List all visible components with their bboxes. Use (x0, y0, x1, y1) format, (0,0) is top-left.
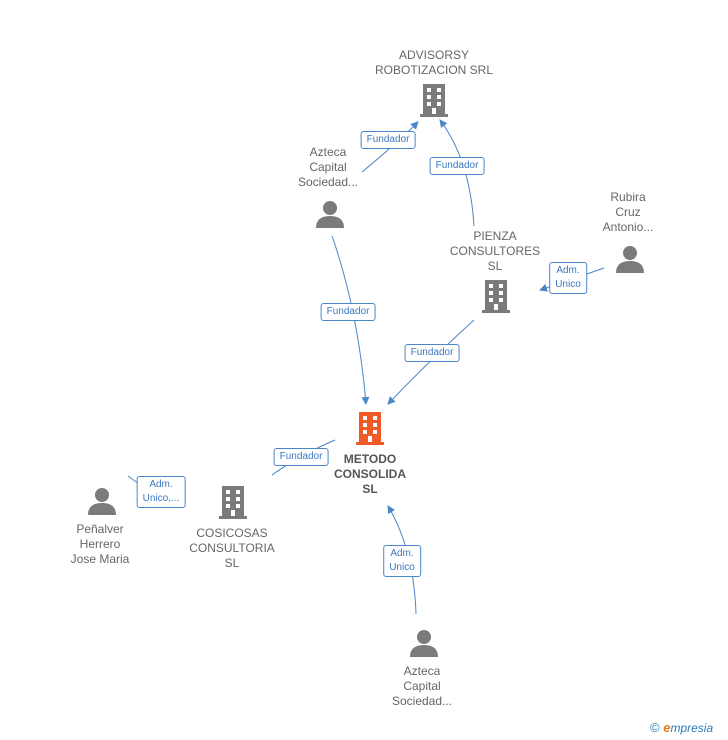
node-label-line: Antonio... (602, 220, 654, 234)
person-icon (616, 246, 644, 273)
node-label-azteca-top[interactable]: Azteca Capital Sociedad... (298, 145, 358, 190)
node-label-line: METODO (343, 452, 397, 466)
person-icon (316, 201, 344, 228)
edge-label-azteca-bottom-to-metodo[interactable]: Adm. Unico (383, 545, 421, 577)
edge-label-text: Fundador (366, 134, 410, 145)
node-label-rubira[interactable]: Rubira Cruz Antonio... (603, 190, 654, 235)
node-label-line: Herrero (79, 537, 121, 551)
edge-label-text: Fundador (326, 306, 370, 317)
edge-label-text: Adm. (556, 265, 580, 276)
node-label-line: Sociedad... (297, 175, 359, 189)
node-label-line: Peñalver (76, 522, 124, 536)
node-label-line: SL (487, 259, 503, 273)
edge-label-text: Fundador (410, 347, 454, 358)
node-label-line: Capital (309, 160, 347, 174)
node-label-penalver[interactable]: Peñalver Herrero Jose Maria (71, 522, 130, 567)
node-label-line: CONSOLIDA (334, 467, 406, 481)
edge-label-rubira-to-pienza[interactable]: Adm. Unico (549, 262, 587, 294)
node-label-line: Jose Maria (70, 552, 130, 566)
edge-label-text: Adm. (390, 548, 414, 559)
node-label-line: Azteca (403, 664, 441, 678)
person-icon (410, 630, 438, 657)
node-label-line: Sociedad... (391, 694, 453, 708)
node-label-line: COSICOSAS (196, 526, 268, 540)
copyright-symbol: © (650, 720, 660, 735)
brand-logo-text: mpresia (670, 721, 714, 735)
node-label-line: SL (362, 482, 378, 496)
edge-label-cosicosas-to-metodo[interactable]: Fundador (273, 448, 329, 466)
edge-label-text: Fundador (279, 451, 323, 462)
node-label-line: SL (224, 556, 240, 570)
node-label-line: Rubira (610, 190, 646, 204)
node-label-advisorsy[interactable]: ADVISORSY ROBOTIZACION SRL (375, 48, 493, 78)
node-label-line: Azteca (309, 145, 347, 159)
node-label-pienza[interactable]: PIENZA CONSULTORES SL (450, 229, 540, 274)
edge-label-pienza-to-metodo[interactable]: Fundador (404, 344, 460, 362)
node-label-line: CONSULTORES (449, 244, 541, 258)
node-label-line: Capital (403, 679, 441, 693)
edge-label-azteca-top-to-advisorsy[interactable]: Fundador (360, 131, 416, 149)
brand-logo-e: e (663, 720, 671, 735)
edge-pienza-to-metodo (387, 319, 475, 405)
node-label-line: Cruz (615, 205, 641, 219)
node-label-cosicosas[interactable]: COSICOSAS CONSULTORIA SL (189, 526, 275, 571)
edge-label-text: Unico (555, 279, 581, 290)
edge-label-text: Unico,... (142, 493, 180, 504)
edge-label-text: Unico (389, 562, 415, 573)
node-label-line: PIENZA (473, 229, 517, 243)
node-label-azteca-bottom[interactable]: Azteca Capital Sociedad... (392, 664, 452, 709)
building-icon (356, 412, 384, 445)
building-icon (482, 280, 510, 313)
building-icon (420, 84, 448, 117)
edge-label-azteca-top-to-metodo[interactable]: Fundador (320, 303, 376, 321)
node-label-line: ROBOTIZACION SRL (374, 63, 494, 77)
node-label-line: CONSULTORIA (189, 541, 275, 555)
brand-footer: © empresia (650, 720, 713, 735)
edge-label-pienza-to-advisorsy[interactable]: Fundador (429, 157, 485, 175)
node-label-metodo[interactable]: METODO CONSOLIDA SL (334, 452, 406, 497)
edge-label-text: Fundador (435, 160, 479, 171)
node-label-line: ADVISORSY (398, 48, 470, 62)
person-icon (88, 488, 116, 515)
building-icon (219, 486, 247, 519)
edge-label-text: Adm. (149, 479, 173, 490)
edge-label-penalver-to-cosicosas[interactable]: Adm. Unico,... (136, 476, 186, 508)
